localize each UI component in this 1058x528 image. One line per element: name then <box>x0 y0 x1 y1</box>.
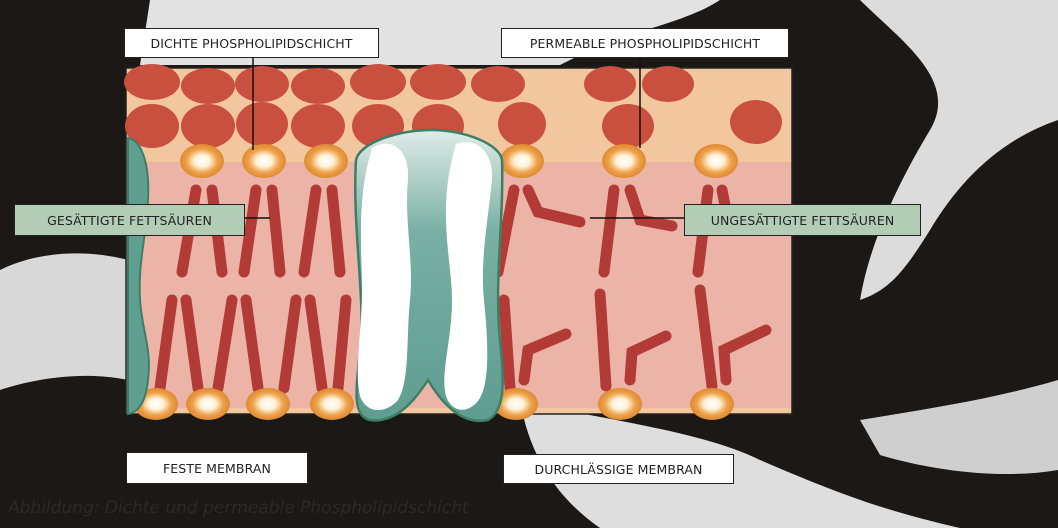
fur-patch-left <box>0 253 128 390</box>
label-solid-membrane: FESTE MEMBRAN <box>126 452 308 484</box>
channel-protein <box>355 130 502 421</box>
phospholipid-head <box>186 388 230 420</box>
label-permeable-membrane: DURCHLÄSSIGE MEMBRAN <box>503 454 734 484</box>
figure-caption: Abbildung: Dichte und permeable Phosphol… <box>8 498 469 518</box>
phospholipid-head <box>180 144 224 178</box>
fatty-acid-tail <box>600 294 606 386</box>
lipid-circle <box>498 102 546 146</box>
label-unsaturated: UNGESÄTTIGTE FETTSÄUREN <box>684 204 921 236</box>
phospholipid-head <box>602 144 646 178</box>
phospholipid-head <box>694 144 738 178</box>
phospholipid-head <box>242 144 286 178</box>
protein-lobe-left <box>358 144 411 410</box>
lipid-circle <box>410 64 466 100</box>
phospholipid-head <box>598 388 642 420</box>
lipid-circle <box>350 64 406 100</box>
lipid-circle <box>124 64 180 100</box>
lipid-circle <box>236 102 288 146</box>
label-permeable-layer: PERMEABLE PHOSPHOLIPIDSCHICHT <box>501 28 789 58</box>
lipid-circle <box>291 68 345 104</box>
lipid-circle <box>471 66 525 102</box>
phospholipid-head <box>500 144 544 178</box>
lipid-circle <box>730 100 782 144</box>
lipid-circle <box>291 104 345 148</box>
lipid-circle <box>181 104 235 148</box>
phospholipid-head <box>304 144 348 178</box>
phospholipid-head <box>690 388 734 420</box>
lipid-circle <box>642 66 694 102</box>
lipid-circle <box>602 104 654 148</box>
phospholipid-head <box>310 388 354 420</box>
lipid-circle <box>584 66 636 102</box>
phospholipid-head <box>246 388 290 420</box>
lipid-circle <box>235 66 289 102</box>
fatty-acid-tail <box>504 300 510 388</box>
label-saturated: GESÄTTIGTE FETTSÄUREN <box>14 204 245 236</box>
label-dense-layer: DICHTE PHOSPHOLIPIDSCHICHT <box>124 28 379 58</box>
lipid-circle <box>181 68 235 104</box>
